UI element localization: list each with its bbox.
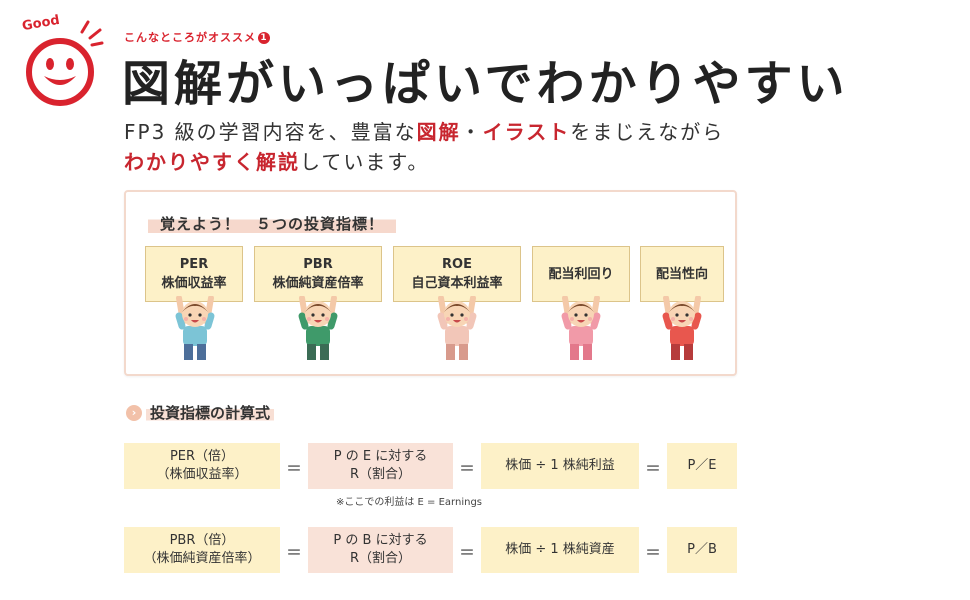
page-title: 図解がいっぱいでわかりやすい <box>122 56 849 112</box>
formula-name: PER（倍） <box>169 449 235 464</box>
lead-line-2: わかりやすく解説しています。 <box>124 147 724 177</box>
lead-text: ・ <box>460 120 483 144</box>
sign-sublabel: 株価収益率 <box>161 276 227 291</box>
formula-name-per: PER（倍） （株価収益率） <box>124 443 280 489</box>
formula-definition: P の B に対する R（割合） <box>308 527 453 573</box>
sign-label: PER <box>179 257 209 272</box>
lead-text: FP3 級の学習内容を、豊富な <box>124 120 417 144</box>
sign-roe: ROE 自己資本利益率 <box>393 246 521 302</box>
formula-calculation: 株価 ÷ 1 株純利益 <box>481 443 639 489</box>
lead-line-1: FP3 級の学習内容を、豊富な図解・イラストをまじえながら <box>124 117 724 147</box>
formula-name: PBR（倍） <box>169 533 235 548</box>
kicker-number-badge: 1 <box>258 32 270 44</box>
equals-sign: ＝ <box>285 459 302 478</box>
lead-text: しています。 <box>300 150 430 174</box>
lead-text: をまじえながら <box>570 120 725 144</box>
sign-pbr: PBR 株価純資産倍率 <box>254 246 382 302</box>
footnote: ※ここでの利益は E = Earnings <box>336 497 483 508</box>
section-title-text: 投資指標の計算式 <box>146 401 275 424</box>
formula-definition: P の E に対する R（割合） <box>308 443 453 489</box>
formula-calculation: 株価 ÷ 1 株純資産 <box>481 527 639 573</box>
formula-section-title: › 投資指標の計算式 <box>126 401 275 424</box>
sign-label: PBR <box>303 257 333 272</box>
formula-result: P／E <box>667 443 737 489</box>
definition-text: R（割合） <box>349 551 412 566</box>
chevron-right-icon: › <box>126 404 142 421</box>
kicker-text: こんなところがオススメ <box>124 31 256 44</box>
formula-name-sub: （株価純資産倍率） <box>143 551 261 566</box>
sign-label: 配当利回り <box>548 266 614 282</box>
formula-name-pbr: PBR（倍） （株価純資産倍率） <box>124 527 280 573</box>
sign-sublabel: 自己資本利益率 <box>411 276 503 291</box>
panel-heading: 覚えよう！ ５つの投資指標！ <box>148 210 397 237</box>
lead-paragraph: FP3 級の学習内容を、豊富な図解・イラストをまじえながら わかりやすく解説して… <box>124 117 724 177</box>
formula-result: P／B <box>667 527 737 573</box>
equals-sign: ＝ <box>644 459 661 478</box>
sign-dividend-yield: 配当利回り <box>532 246 630 302</box>
formula-name-sub: （株価収益率） <box>156 467 248 482</box>
sign-payout-ratio: 配当性向 <box>640 246 724 302</box>
lead-highlight: わかりやすく解説 <box>124 150 300 174</box>
definition-text: R（割合） <box>349 467 412 482</box>
definition-text: P の B に対する <box>333 533 428 548</box>
child-illustration <box>437 296 477 360</box>
equals-sign: ＝ <box>458 459 475 478</box>
child-illustration <box>175 296 215 360</box>
lead-highlight: イラスト <box>482 120 571 144</box>
child-illustration <box>662 296 702 360</box>
child-illustration <box>298 296 338 360</box>
sign-per: PER 株価収益率 <box>145 246 243 302</box>
equals-sign: ＝ <box>458 543 475 562</box>
sign-label: ROE <box>442 257 472 272</box>
equals-sign: ＝ <box>644 543 661 562</box>
good-label: Good <box>20 12 61 35</box>
smiley-face-icon <box>26 38 94 106</box>
lead-highlight: 図解 <box>416 120 461 144</box>
sparkle-icon <box>80 20 104 47</box>
sign-label: 配当性向 <box>655 266 708 282</box>
child-illustration <box>561 296 601 360</box>
equals-sign: ＝ <box>285 543 302 562</box>
sign-sublabel: 株価純資産倍率 <box>272 276 364 291</box>
definition-text: P の E に対する <box>333 449 428 464</box>
